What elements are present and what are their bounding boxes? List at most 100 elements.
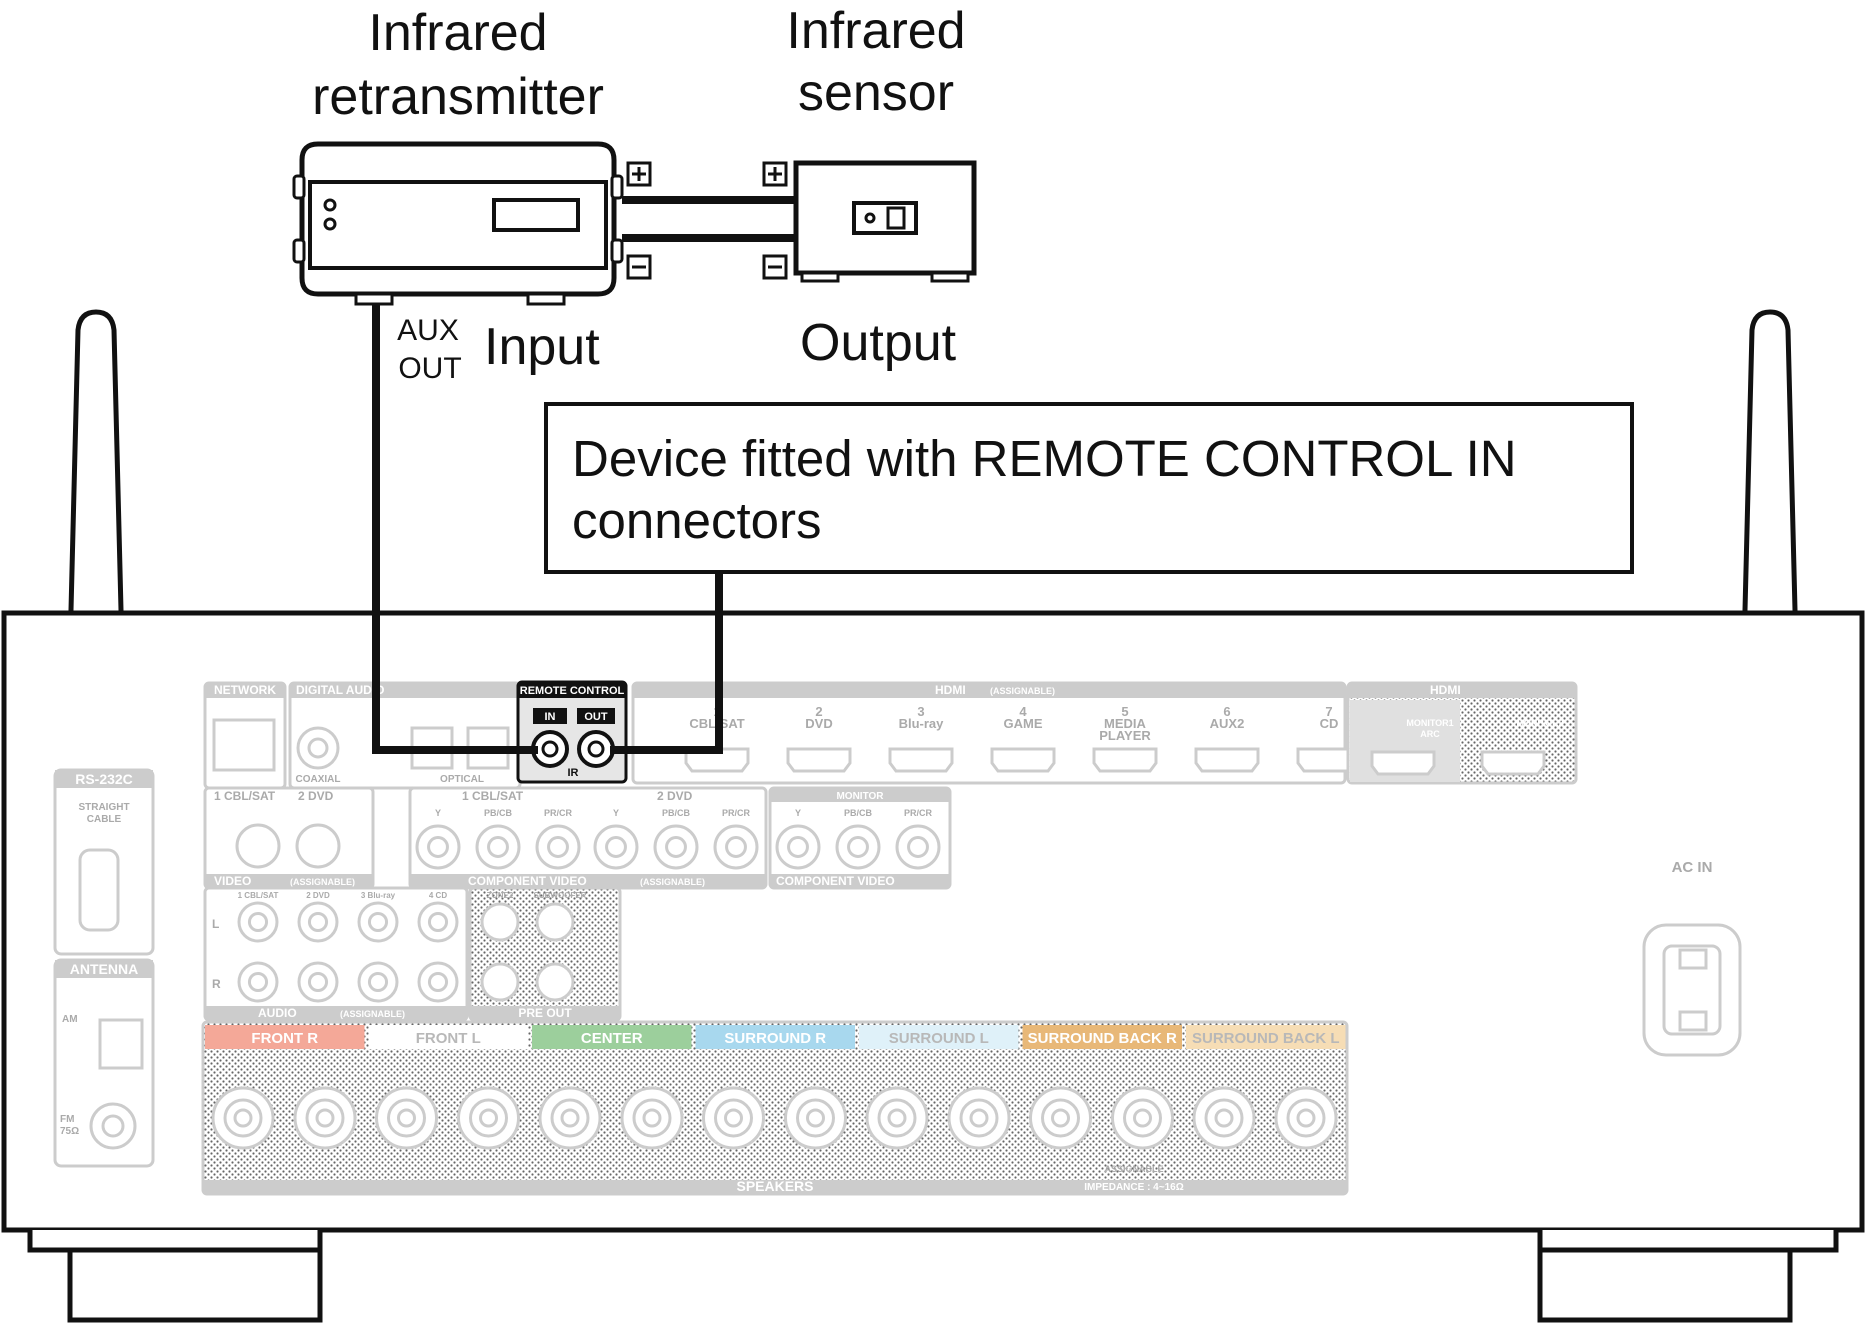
video-section: VIDEO (ASSIGNABLE) 1 CBL/SAT 2 DVD xyxy=(203,786,375,890)
speaker-group-label: SURROUND L xyxy=(889,1030,989,1047)
hdmi-in-port xyxy=(1194,747,1260,773)
cable-aux-out-to-remote-in xyxy=(372,283,538,754)
remote-control-label: REMOTE CONTROL xyxy=(520,685,625,697)
audio-label: AUDIO xyxy=(258,1006,297,1020)
audio-in-jacks: 1 CBL/SAT 2 DVD 3 Blu-ray 4 CD xyxy=(237,891,459,1003)
hdmi-in-number: 5 xyxy=(1121,704,1128,719)
remote-out-label: OUT xyxy=(584,711,608,723)
hdmi-in-port xyxy=(990,747,1056,773)
audio-in-section: AUDIO (ASSIGNABLE) L R 1 CBL/SAT 2 DVD 3 B… xyxy=(203,886,469,1022)
hdmi-in-number: 2 xyxy=(815,704,822,719)
speaker-group-header xyxy=(368,1025,528,1049)
sensor-title-line2: sensor xyxy=(798,64,954,122)
component-channel-label: Y xyxy=(435,808,441,818)
remote-in-label: IN xyxy=(545,711,556,723)
hdmi-in-name: PLAYER xyxy=(1099,728,1151,743)
remote-ir-label: IR xyxy=(568,767,579,779)
speaker-group-label: SURROUND BACK L xyxy=(1192,1030,1340,1047)
audio-left-label: L xyxy=(212,917,219,931)
retransmitter-display xyxy=(492,198,580,232)
straight-cable-label-1: STRAIGHT xyxy=(78,802,129,813)
component-video-in-section: COMPONENT VIDEO (ASSIGNABLE) 1 CBL/SAT 2… xyxy=(408,786,768,890)
component-channel-label: Y xyxy=(613,808,619,818)
hdmi-in-name: CD xyxy=(1320,716,1339,731)
video-in2-jack xyxy=(295,823,341,869)
ac-in-section: AC IN xyxy=(1642,859,1742,1057)
component-out-channel-label: PR/CR xyxy=(904,808,933,818)
assignable-label: ASSIGNABLE xyxy=(1104,1164,1163,1174)
subwoofer-1-jack xyxy=(535,902,575,942)
input-label: Input xyxy=(484,318,600,376)
audio-input-label: 4 CD xyxy=(429,891,447,900)
fm-label: FM xyxy=(60,1114,74,1125)
network-section: NETWORK xyxy=(203,681,287,790)
audio-input-label: 3 Blu-ray xyxy=(361,891,396,900)
impedance-label: IMPEDANCE : 4~16Ω xyxy=(1084,1182,1183,1193)
video-note: (ASSIGNABLE) xyxy=(290,877,355,887)
hdmi-in-port xyxy=(888,747,954,773)
component-video-in-note: (ASSIGNABLE) xyxy=(640,877,705,887)
aux-label-line1: AUX xyxy=(397,314,459,347)
straight-cable-label-2: CABLE xyxy=(87,814,122,825)
retransmitter-title-line2: retransmitter xyxy=(312,68,604,126)
infrared-retransmitter xyxy=(292,141,652,306)
ac-in-label: AC IN xyxy=(1672,859,1713,876)
component-channel-label: PR/CR xyxy=(722,808,751,818)
component-in1-label: 1 CBL/SAT xyxy=(462,789,524,803)
remote-control-section: REMOTE CONTROL IN OUT IR xyxy=(516,680,628,784)
fm-ohm-label: 75Ω xyxy=(60,1126,79,1137)
hdmi-in-name: MEDIA xyxy=(1104,716,1147,731)
aux-label-line2: OUT xyxy=(398,352,461,385)
audio-input-label: 2 DVD xyxy=(306,891,330,900)
rs232c-label: RS-232C xyxy=(75,771,133,787)
hdmi-in-number: 4 xyxy=(1019,704,1027,719)
output-label: Output xyxy=(800,314,957,372)
hdmi-in-port xyxy=(684,747,750,773)
antenna-label: ANTENNA xyxy=(70,961,138,977)
pre-out-section: PRE OUT ZONE2 SUBWOOFER xyxy=(468,886,622,1022)
hdmi-monitor-port xyxy=(1480,750,1546,776)
antenna-section: ANTENNA AM FM 75Ω xyxy=(53,958,155,1168)
monitor-label: MONITOR xyxy=(836,791,884,802)
audio-right-label: R xyxy=(212,977,221,991)
speakers-section: SPEAKERS ASSIGNABLE IMPEDANCE : 4~16Ω FR… xyxy=(201,1020,1349,1196)
digital-audio-section: DIGITAL AUDIO COAXIAL OPTICAL xyxy=(288,681,522,790)
hdmi-in-name: DVD xyxy=(805,716,832,731)
speaker-group-header xyxy=(859,1025,1019,1049)
hdmi-in-name: Blu-ray xyxy=(899,716,945,731)
subwoofer-label: SUBWOOFER xyxy=(534,891,587,900)
cable-remote-out-to-device xyxy=(610,574,723,754)
hdmi-in-number: 6 xyxy=(1223,704,1230,719)
subwoofer-2-jack xyxy=(535,962,575,1002)
network-label: NETWORK xyxy=(214,683,276,697)
audio-note: (ASSIGNABLE) xyxy=(340,1009,405,1019)
component-video-out-label: COMPONENT VIDEO xyxy=(776,874,895,888)
infrared-sensor xyxy=(762,160,977,283)
am-label: AM xyxy=(62,1014,78,1025)
hdmi-in-label: HDMI xyxy=(935,683,966,697)
hdmi-in-section: HDMI (ASSIGNABLE) 1CBL/SAT2DVD3Blu-ray4G… xyxy=(631,681,1362,785)
speaker-group-header xyxy=(205,1025,365,1049)
component-in2-label: 2 DVD xyxy=(657,789,693,803)
zone2-l-jack xyxy=(480,902,520,942)
audio-input-label: 1 CBL/SAT xyxy=(238,891,279,900)
component-video-in-label: COMPONENT VIDEO xyxy=(468,874,587,888)
rs232c-section: RS-232C STRAIGHT CABLE xyxy=(53,768,155,956)
network-port xyxy=(212,718,276,772)
retransmitter-title-line1: Infrared xyxy=(368,4,547,62)
hdmi-in-note: (ASSIGNABLE) xyxy=(990,686,1055,696)
speaker-group-header xyxy=(1022,1025,1182,1049)
component-channel-label: PB/CB xyxy=(484,808,513,818)
speaker-group-header xyxy=(1186,1025,1346,1049)
hdmi-in-port xyxy=(786,747,852,773)
zone2-r-jack xyxy=(480,962,520,1002)
optical-label: OPTICAL xyxy=(440,774,484,785)
digital-audio-label: DIGITAL AUDIO xyxy=(296,683,384,697)
